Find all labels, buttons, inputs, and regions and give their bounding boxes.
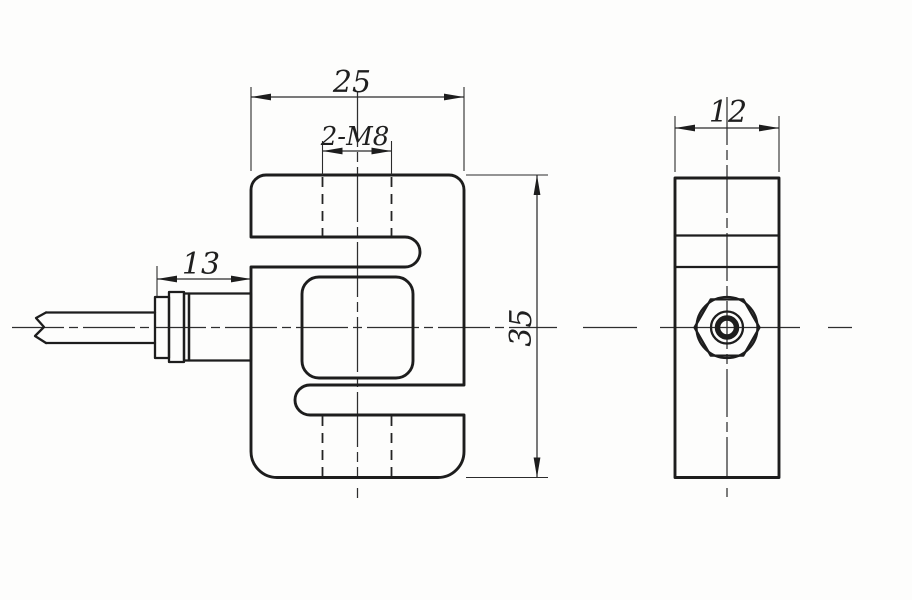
arrowhead-left-icon	[251, 93, 271, 101]
dim-label-body-height: 35	[504, 308, 539, 346]
side-view-centerlines	[660, 97, 852, 497]
hexagon-outline	[693, 298, 761, 357]
side-body-outline	[673, 176, 781, 479]
thread-circle	[709, 310, 745, 345]
arrowhead-up-icon	[533, 175, 541, 195]
bore-circle	[714, 315, 740, 340]
arrowhead-right-icon	[231, 275, 251, 283]
dim-label-connector-length: 13	[182, 247, 220, 282]
cable-break-symbol	[33, 311, 48, 345]
dim-label-body-thickness: 12	[709, 95, 747, 130]
arrowhead-left-icon	[675, 124, 695, 132]
front-view-centerlines	[12, 92, 637, 498]
dim-label-thread: 2-M8	[320, 122, 390, 152]
connector-barrel	[187, 292, 253, 362]
cable-connector	[33, 290, 253, 364]
dimension-body-thickness: 12	[674, 95, 780, 172]
load-cell-body-outline	[249, 173, 466, 479]
hidden-thread-hole-lines	[321, 177, 393, 476]
arrowhead-right-icon	[371, 147, 392, 155]
chamfer-circle	[695, 295, 759, 360]
arrowhead-left-icon	[322, 147, 343, 155]
side-view: 12	[660, 95, 852, 497]
front-view: 25 2-M8 13 35	[12, 65, 637, 498]
dimension-connector-length: 13	[156, 247, 251, 296]
gauge-cavity-outline	[300, 275, 415, 380]
arrowhead-right-icon	[444, 93, 464, 101]
arrowhead-down-icon	[533, 457, 541, 478]
dimension-thread-holes: 2-M8	[320, 122, 393, 175]
dim-label-body-width: 25	[332, 65, 371, 100]
hex-nut-detail	[693, 295, 761, 360]
dimension-body-height: 35	[466, 174, 548, 479]
arrowhead-left-icon	[157, 275, 177, 283]
arrowhead-right-icon	[759, 124, 779, 132]
dimension-body-width: 25	[250, 65, 465, 171]
